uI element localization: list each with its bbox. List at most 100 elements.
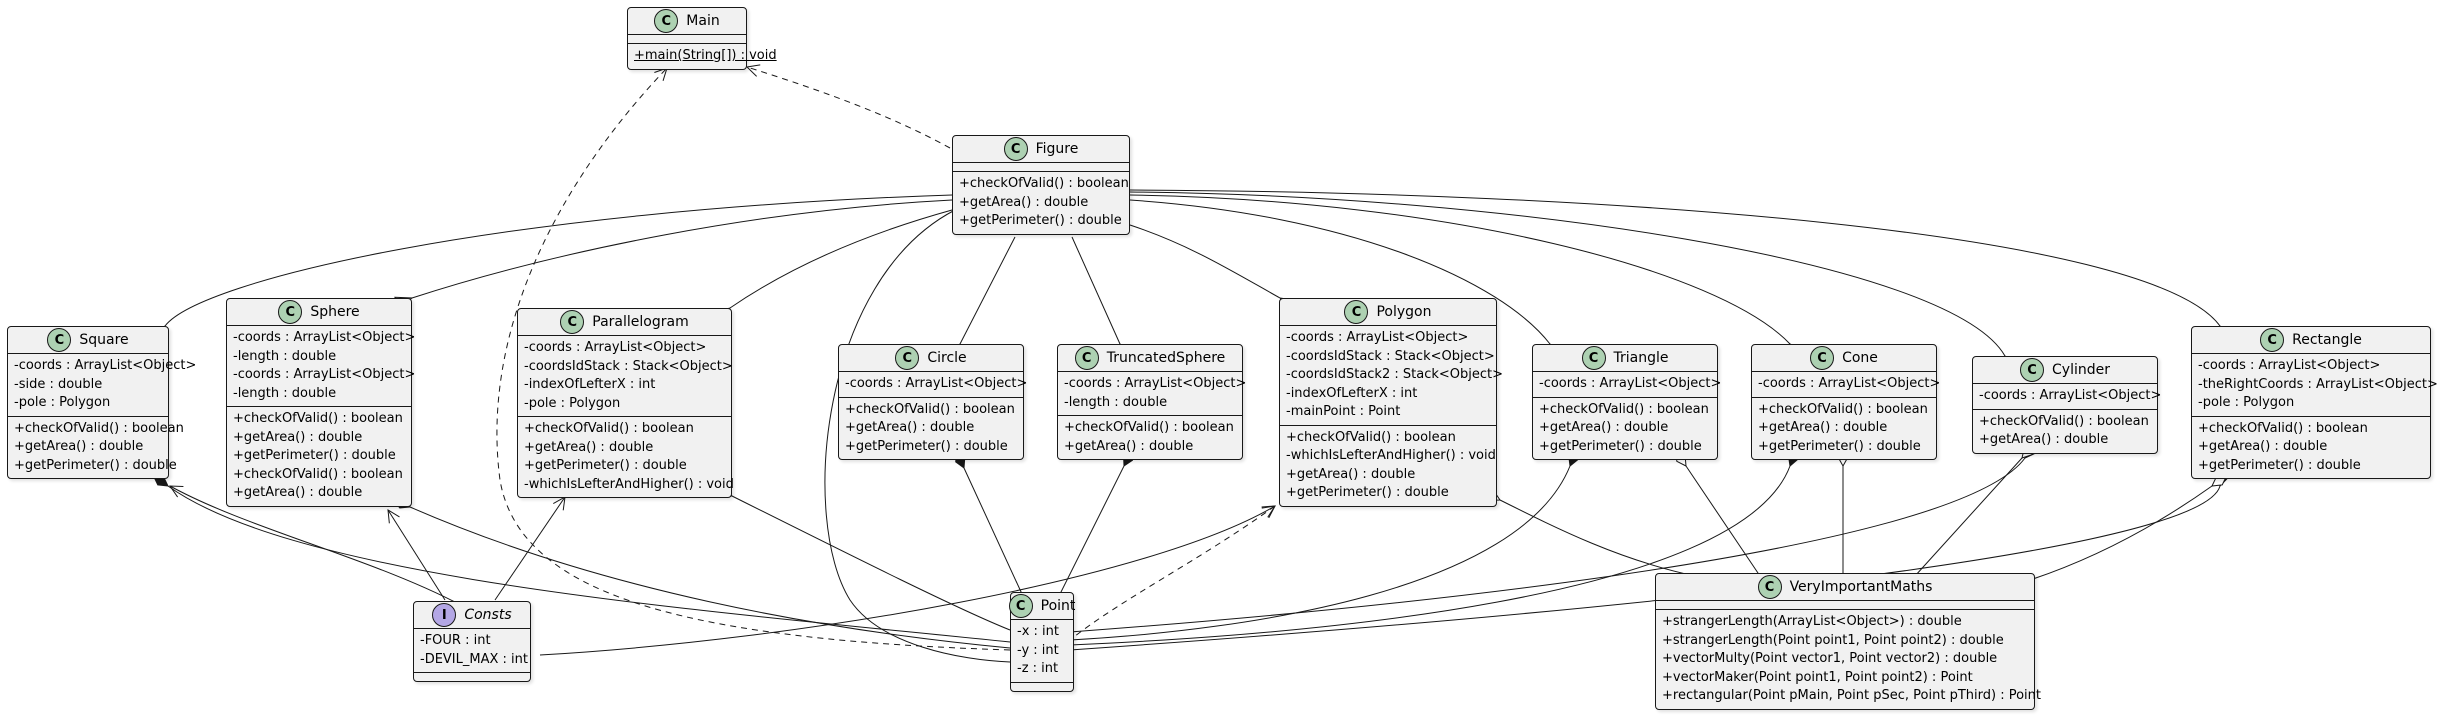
method-item: +getPerimeter() : double (2198, 457, 2361, 473)
class-main[interactable]: C Main +main(String[]) : void (627, 7, 777, 70)
field-item: -coords : ArrayList<Object> (845, 376, 1028, 391)
field-item: -pole : Polygon (14, 395, 111, 410)
edge-triangle-point (1069, 466, 1570, 641)
field-item: -theRightCoords : ArrayList<Object> (2198, 376, 2438, 392)
fields-section: -coords : ArrayList<Object> (1973, 383, 2162, 409)
class-icon: C (1008, 594, 1033, 618)
field-item: -coords : ArrayList<Object> (1064, 376, 1247, 391)
method-item: +getPerimeter() : double (1539, 438, 1702, 454)
field-item: -indexOfLefterX : int (524, 377, 656, 392)
edge-consts-sphere (388, 510, 446, 601)
edge-square-point (168, 486, 1011, 643)
class-name: Circle (927, 350, 967, 366)
method-item: +getPerimeter() : double (524, 458, 687, 473)
class-name: Square (79, 332, 129, 348)
fields-section: -coords : ArrayList<Object> -length : dou… (227, 325, 416, 406)
field-item: -FOUR : int (420, 633, 491, 648)
methods-section: +main(String[]) : void (628, 43, 777, 69)
class-icon: C (654, 9, 679, 33)
method-item: +checkOfValid() : boolean (524, 421, 694, 436)
edge-triangle-figure (1129, 199, 1550, 344)
methods-section: +checkOfValid() : boolean+getArea() : do… (839, 396, 1023, 460)
fields-section (628, 34, 746, 43)
field-item: -coords : ArrayList<Object> (233, 367, 416, 382)
method-item: +getArea() : double (524, 439, 654, 455)
field-item: -coordsIdStack : Stack<Object> (524, 358, 733, 374)
edge-circle-figure (960, 236, 1016, 344)
fields-section: -coords : ArrayList<Object> (839, 371, 1028, 397)
class-name: Main (686, 13, 720, 29)
class-rectangle[interactable]: C Rectangle -coords : ArrayList<Object>-th… (2191, 326, 2438, 479)
class-name: Rectangle (2292, 332, 2362, 348)
edge-truncatedsphere-figure (1071, 236, 1120, 344)
class-icon: C (2260, 328, 2285, 352)
method-item: +checkOfValid() : boolean (1758, 401, 1928, 417)
method-item: +getArea() : double (1758, 420, 1888, 435)
edge-triangle-maths (1686, 466, 1761, 577)
fields-section: -coords : ArrayList<Object>-theRightCoor… (2192, 353, 2438, 416)
field-item: -pole : Polygon (2198, 395, 2295, 410)
field-item: -indexOfLefterX : int (1286, 385, 1418, 401)
method-item: +strangerLength(Point point1, Point poin… (1662, 632, 2004, 648)
field-item: -coords : ArrayList<Object> (1979, 388, 2162, 403)
fields-section: -coords : ArrayList<Object>-side : doubl… (8, 353, 196, 416)
methods-section: +checkOfValid() : boolean +getArea() : do… (2192, 415, 2430, 479)
class-name: Figure (1035, 141, 1079, 157)
edge-polygon-point (1069, 506, 1275, 641)
method-item: +getArea() : double (1539, 420, 1669, 435)
method-item: +getArea() : double (1979, 432, 2109, 447)
field-item: -DEVIL_MAX : int (420, 651, 528, 667)
fields-section: -coords : ArrayList<Object>-length : dou… (1058, 371, 1247, 415)
edge-truncatedsphere-point (1059, 466, 1124, 595)
methods-section: +checkOfValid() : boolean+getArea() : do… (1058, 415, 1242, 459)
method-item: +checkOfValid() : boolean (1539, 401, 1709, 417)
class-name: Polygon (1376, 304, 1432, 320)
field-item: -length : double (233, 348, 337, 364)
methods-section: +checkOfValid() : boolean+getArea() : do… (953, 171, 1129, 234)
method-item: +main(String[]) : void (634, 48, 777, 63)
methods-section: +checkOfValid() : boolean +getArea() : do… (518, 416, 734, 497)
method-item: +getArea() : double (2198, 439, 2328, 454)
method-item: +vectorMulty(Point vector1, Point vector… (1662, 651, 1998, 666)
edge-consts-parallelogram (494, 497, 565, 601)
field-item: -coords : ArrayList<Object> (1286, 330, 1469, 345)
field-item: -coords : ArrayList<Object> (1539, 376, 1722, 391)
class-name: VeryImportantMaths (1789, 579, 1933, 595)
edge-cylinder-figure (1129, 191, 2005, 356)
method-item: +getArea() : double (14, 439, 144, 454)
edge-rectangle-maths (2029, 486, 2212, 581)
edge-cylinder-maths (1914, 458, 2022, 577)
methods-section: +checkOfValid() : boolean +getArea() : do… (1533, 396, 1717, 460)
field-item: -coordsIdStack : Stack<Object> (1286, 348, 1495, 364)
method-item: +getArea() : double (233, 485, 363, 500)
class-icon: C (560, 310, 585, 334)
edge-polygon-maths (1500, 500, 1696, 577)
methods-section (1011, 681, 1073, 691)
methods-section: +checkOfValid() : boolean+getArea() : do… (227, 406, 411, 506)
methods-section: +checkOfValid() : boolean+getArea() : do… (1973, 408, 2157, 453)
class-name: Cylinder (2052, 362, 2110, 378)
field-item: -coords : ArrayList<Object> (524, 340, 707, 355)
method-item: +getPerimeter() : double (845, 438, 1008, 454)
method-item: +getPerimeter() : double (1758, 438, 1921, 454)
edge-consts-polygon (539, 506, 1275, 656)
method-item: +checkOfValid() : boolean (2198, 420, 2368, 436)
